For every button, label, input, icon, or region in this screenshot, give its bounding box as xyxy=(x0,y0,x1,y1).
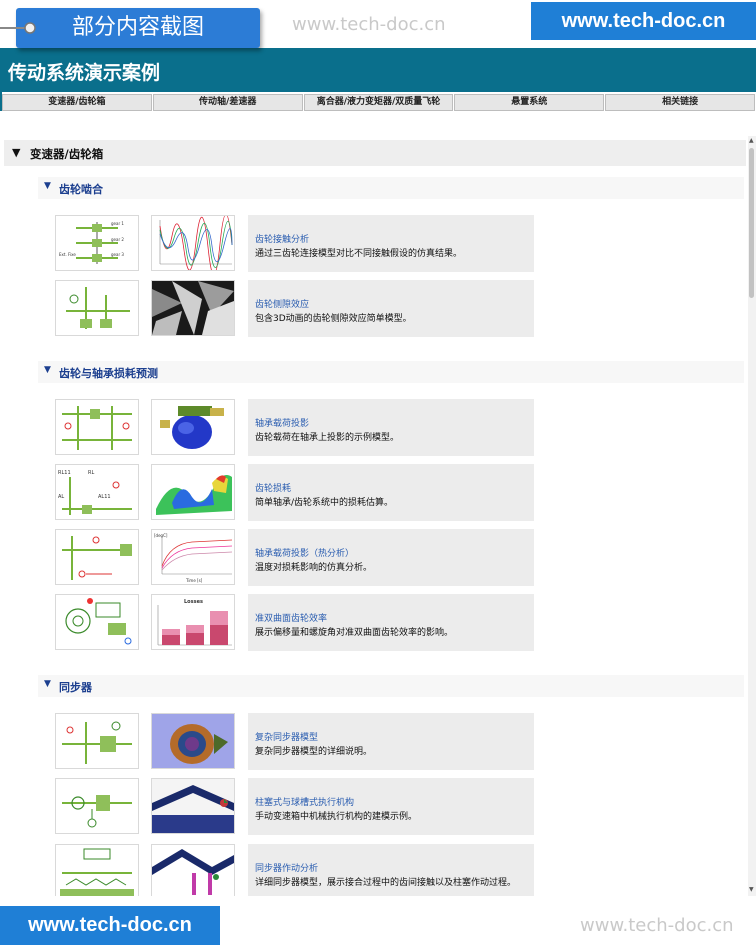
example-item[interactable]: 齿轮侧隙效应 包含3D动画的齿轮侧隙效应简单模型。 xyxy=(248,280,534,337)
item-title-link[interactable]: 轴承载荷投影（热分析） xyxy=(255,549,355,559)
item-description: 通过三齿轮连接模型对比不同接触假设的仿真结果。 xyxy=(255,249,463,259)
example-item[interactable]: 准双曲面齿轮效率 展示偏移量和螺旋角对准双曲面齿轮效率的影响。 xyxy=(248,594,534,651)
subsection-header[interactable]: ▼ 同步器 xyxy=(38,675,744,697)
3d-animation-thumbnail[interactable] xyxy=(151,280,235,336)
bar-chart-thumbnail[interactable]: Losses xyxy=(151,594,235,650)
item-title-link[interactable]: 同步器作动分析 xyxy=(255,864,319,874)
collapse-triangle-icon[interactable]: ▼ xyxy=(44,181,51,191)
scroll-up-arrow-icon[interactable]: ▲ xyxy=(749,137,754,144)
example-item[interactable]: 复杂同步器模型 复杂同步器模型的详细说明。 xyxy=(248,713,534,770)
item-title-link[interactable]: 齿轮接触分析 xyxy=(255,235,310,245)
item-description: 温度对损耗影响的仿真分析。 xyxy=(255,563,373,573)
schematic-thumbnail[interactable] xyxy=(55,280,139,336)
al11-label: AL11 xyxy=(98,494,111,500)
item-title-link[interactable]: 齿轮侧隙效应 xyxy=(255,300,310,310)
schematic-thumbnail[interactable] xyxy=(55,594,139,650)
vertical-scrollbar[interactable]: ▲ ▼ xyxy=(748,136,756,896)
item-description: 复杂同步器模型的详细说明。 xyxy=(255,747,373,757)
item-description: 齿轮载荷在轴承上投影的示例模型。 xyxy=(255,433,400,443)
plot-time-label: Time [s] xyxy=(185,578,203,583)
item-description: 包含3D动画的齿轮侧隙效应简单模型。 xyxy=(255,314,412,324)
site-logo-bottom: www.tech-doc.cn xyxy=(0,906,220,945)
al-label: AL xyxy=(58,494,64,500)
rl-label: RL xyxy=(88,470,94,476)
scroll-thumb[interactable] xyxy=(749,148,754,298)
schematic-thumbnail[interactable] xyxy=(55,399,139,455)
tab-transmission[interactable]: 变速器/齿轮箱 xyxy=(2,94,152,111)
losses-title: Losses xyxy=(184,599,203,605)
item-description: 简单轴承/齿轮系统中的损耗估算。 xyxy=(255,498,394,508)
scroll-down-arrow-icon[interactable]: ▼ xyxy=(749,886,754,893)
example-item[interactable]: 齿轮损耗 简单轴承/齿轮系统中的损耗估算。 xyxy=(248,464,534,521)
fixed-label: Ext. Fixe xyxy=(59,252,76,257)
schematic-thumbnail[interactable] xyxy=(55,778,139,834)
gear-label: gear 1 xyxy=(111,221,124,226)
item-title-link[interactable]: 准双曲面齿轮效率 xyxy=(255,614,328,624)
example-item[interactable]: 同步器作动分析 详细同步器模型，展示接合过程中的齿间接触以及柱塞作动过程。 xyxy=(248,844,534,897)
content-area: ▼ 变速器/齿轮箱 ▼ 齿轮啮合 gear 1 gear 2 gear 3 Ex… xyxy=(0,111,748,897)
collapse-triangle-icon[interactable]: ▼ xyxy=(44,365,51,375)
example-item[interactable]: 轴承载荷投影 齿轮载荷在轴承上投影的示例模型。 xyxy=(248,399,534,456)
subsection-label: 齿轮啮合 xyxy=(59,183,103,196)
item-title-link[interactable]: 轴承载荷投影 xyxy=(255,419,310,429)
section-badge: 部分内容截图 xyxy=(16,8,260,48)
tab-mounting[interactable]: 悬置系统 xyxy=(454,94,605,111)
item-title-link[interactable]: 柱塞式与球槽式执行机构 xyxy=(255,798,355,808)
item-description: 展示偏移量和螺旋角对准双曲面齿轮效率的影响。 xyxy=(255,628,454,638)
item-title-link[interactable]: 复杂同步器模型 xyxy=(255,733,319,743)
rl11-label: RL11 xyxy=(58,470,71,476)
schematic-thumbnail[interactable]: gear 1 gear 2 gear 3 Ext. Fixe xyxy=(55,215,139,271)
plot-thumbnail[interactable]: [degC] Time [s] xyxy=(151,529,235,585)
watermark-top: www.tech-doc.cn xyxy=(292,14,446,35)
3d-surface-plot-thumbnail[interactable] xyxy=(151,464,235,520)
3d-synchronizer-thumbnail[interactable] xyxy=(151,713,235,769)
subsection-header[interactable]: ▼ 齿轮啮合 xyxy=(38,177,744,199)
subsection-label: 齿轮与轴承损耗预测 xyxy=(59,367,158,380)
schematic-thumbnail[interactable] xyxy=(55,713,139,769)
example-item[interactable]: 柱塞式与球槽式执行机构 手动变速箱中机械执行机构的建模示例。 xyxy=(248,778,534,835)
example-item[interactable]: 轴承载荷投影（热分析） 温度对损耗影响的仿真分析。 xyxy=(248,529,534,586)
tab-clutch[interactable]: 离合器/液力变矩器/双质量飞轮 xyxy=(303,94,454,111)
site-logo-top: www.tech-doc.cn xyxy=(531,2,756,40)
gear-label: gear 2 xyxy=(111,237,124,242)
tab-driveshaft[interactable]: 传动轴/差速器 xyxy=(152,94,303,111)
example-item[interactable]: 齿轮接触分析 通过三齿轮连接模型对比不同接触假设的仿真结果。 xyxy=(248,215,534,272)
collapse-triangle-icon[interactable]: ▼ xyxy=(12,146,21,159)
plot-thumbnail[interactable] xyxy=(151,215,235,271)
item-description: 手动变速箱中机械执行机构的建模示例。 xyxy=(255,812,418,822)
3d-mechanism-thumbnail[interactable] xyxy=(151,778,235,834)
pin-icon xyxy=(0,22,36,34)
item-description: 详细同步器模型，展示接合过程中的齿间接触以及柱塞作动过程。 xyxy=(255,878,517,888)
gear-label: gear 3 xyxy=(111,252,124,257)
3d-bearing-thumbnail[interactable] xyxy=(151,399,235,455)
subsection-label: 同步器 xyxy=(59,681,92,694)
section-header[interactable]: ▼ 变速器/齿轮箱 xyxy=(4,140,746,166)
item-title-link[interactable]: 齿轮损耗 xyxy=(255,484,292,494)
header-band xyxy=(0,48,756,92)
collapse-triangle-icon[interactable]: ▼ xyxy=(44,679,51,689)
section-label: 变速器/齿轮箱 xyxy=(30,147,104,161)
tab-links[interactable]: 相关链接 xyxy=(605,94,755,111)
plot-unit-label: [degC] xyxy=(154,533,168,538)
subsection-header[interactable]: ▼ 齿轮与轴承损耗预测 xyxy=(38,361,744,383)
watermark-bottom: www.tech-doc.cn xyxy=(580,915,734,936)
schematic-thumbnail[interactable] xyxy=(55,529,139,585)
tab-bar: 变速器/齿轮箱 传动轴/差速器 离合器/液力变矩器/双质量飞轮 悬置系统 相关链… xyxy=(2,94,756,111)
page-title: 传动系统演示案例 xyxy=(8,62,161,84)
schematic-thumbnail[interactable] xyxy=(55,844,139,897)
schematic-thumbnail[interactable]: RL11 RL AL11 AL xyxy=(55,464,139,520)
3d-tooth-contact-thumbnail[interactable] xyxy=(151,844,235,897)
